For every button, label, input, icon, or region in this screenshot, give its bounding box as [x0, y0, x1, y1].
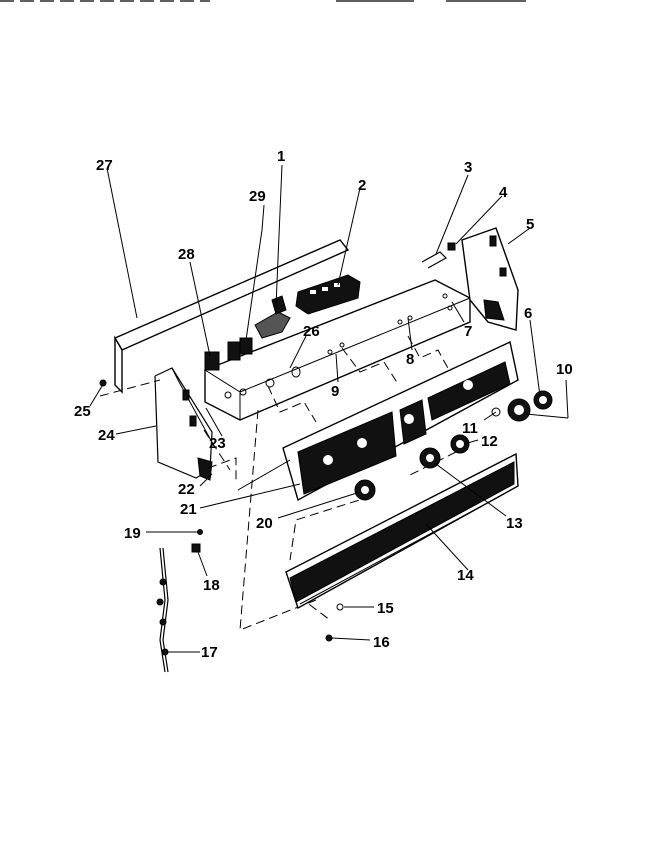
callout-7: 7	[464, 323, 472, 340]
callout-29: 29	[249, 188, 266, 205]
callout-14: 14	[457, 567, 474, 584]
switch-module	[254, 295, 291, 339]
callout-11: 11	[462, 420, 478, 437]
callout-labels: 1 2 3 4 5 6 7 8 9 10 11 12 13 14 15 16 1…	[74, 148, 573, 661]
control-panel	[204, 279, 471, 421]
callout-4: 4	[499, 184, 508, 201]
callout-19: 19	[124, 525, 141, 542]
callout-9: 9	[331, 383, 339, 400]
callout-25: 25	[74, 403, 91, 420]
callout-27: 27	[96, 157, 113, 174]
callout-2: 2	[358, 177, 366, 194]
callout-21: 21	[180, 501, 197, 518]
callout-15: 15	[377, 600, 394, 617]
callout-1: 1	[277, 148, 285, 165]
callout-3: 3	[464, 159, 472, 176]
callout-17: 17	[201, 644, 218, 661]
small-hardware	[99, 379, 344, 642]
rear-panel	[113, 239, 350, 394]
leader-lines	[89, 164, 569, 653]
callout-18: 18	[203, 577, 220, 594]
callout-22: 22	[178, 481, 195, 498]
callout-24: 24	[98, 427, 115, 444]
end-cap-bracket	[154, 367, 215, 481]
callout-8: 8	[406, 351, 414, 368]
guide-lines	[99, 335, 457, 631]
display-control-board	[295, 274, 361, 315]
callout-12: 12	[481, 433, 498, 450]
right-side-bracket	[421, 227, 519, 331]
knobs	[354, 390, 553, 501]
callout-5: 5	[526, 216, 534, 233]
callout-6: 6	[524, 305, 532, 322]
rocker-switches	[204, 337, 253, 371]
callout-26: 26	[303, 323, 320, 340]
callout-16: 16	[373, 634, 390, 651]
callout-20: 20	[256, 515, 273, 532]
callout-10: 10	[556, 361, 573, 378]
callout-23: 23	[209, 435, 226, 452]
wire-harness	[156, 547, 169, 673]
callout-13: 13	[506, 515, 523, 532]
lower-trim-panel	[285, 452, 519, 610]
callout-28: 28	[178, 246, 195, 263]
overlay-panel	[282, 340, 519, 502]
